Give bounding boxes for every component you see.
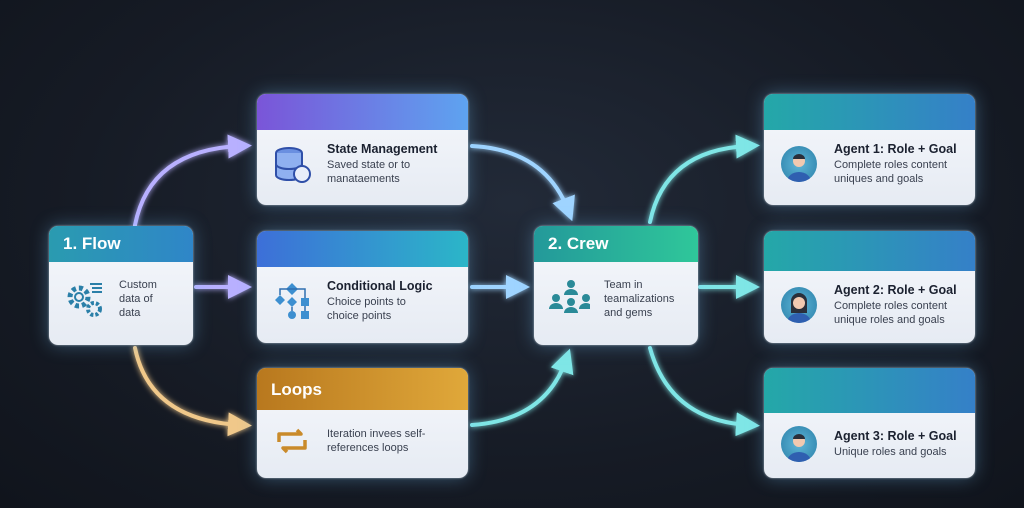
agent-3-title: Agent 3: Role + Goal <box>834 429 957 443</box>
flowchart-icon <box>271 280 313 322</box>
conditional-title: Conditional Logic <box>327 279 433 293</box>
crew-desc: Team in teamalizations and gems <box>604 279 675 319</box>
gears-icon <box>63 278 105 320</box>
arrow-loops-to-crew <box>470 348 574 427</box>
loops-title: Loops <box>257 368 468 410</box>
agent-3-desc: Unique roles and goals <box>834 446 947 458</box>
arrow-flow-to-loops <box>133 346 252 437</box>
agent-2-title: Agent 2: Role + Goal <box>834 283 957 297</box>
agent-1-title: Agent 1: Role + Goal <box>834 142 957 156</box>
flow-title: 1. Flow <box>49 226 193 262</box>
avatar-male-icon <box>781 426 817 462</box>
avatar-female-icon <box>781 287 817 323</box>
arrow-crew-to-agent3 <box>648 346 760 437</box>
loop-icon <box>271 420 313 462</box>
loops-desc: Iteration invees self-references loops <box>327 428 426 454</box>
conditional-desc: Choice points to choice points <box>327 296 406 322</box>
loops-card: Loops Iteration invees self-references l… <box>257 368 468 478</box>
flow-card: 1. Flow Custom data of data <box>49 226 193 345</box>
arrow-state-to-crew <box>470 144 575 222</box>
flow-desc: Custom data of data <box>119 279 157 319</box>
arrow-crew-to-agent1 <box>648 134 760 224</box>
database-sync-icon <box>271 143 313 185</box>
state-title: State Management <box>327 142 438 156</box>
state-desc: Saved state or to manataements <box>327 159 411 185</box>
crew-title: 2. Crew <box>534 226 698 262</box>
arrow-flow-to-state <box>133 134 252 227</box>
avatar-male-icon <box>781 146 817 182</box>
agent-1-desc: Complete roles content uniques and goals <box>834 159 948 185</box>
crew-card: 2. Crew Team in teamalizations and gems <box>534 226 698 345</box>
agent-2-desc: Complete roles content unique roles and … <box>834 300 948 326</box>
team-icon <box>548 278 590 320</box>
